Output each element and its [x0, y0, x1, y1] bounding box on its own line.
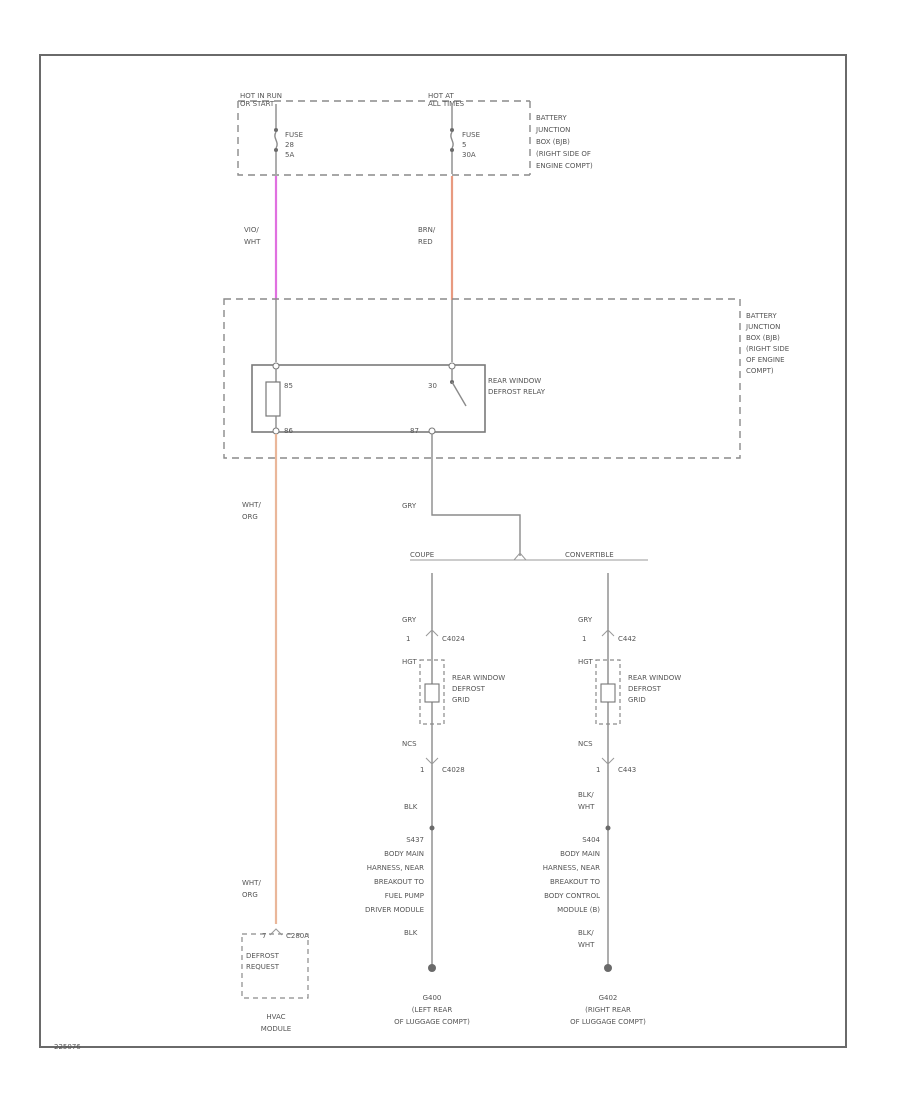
wire-gry-main — [431, 444, 521, 556]
figure-id: 225076 — [54, 1043, 81, 1051]
right-ncs-label: NCS — [578, 740, 593, 748]
hvac-pin: 7 — [262, 932, 266, 940]
wire-wht-org-upper-label: WHT/ORG — [242, 501, 261, 521]
right-conn-top: C442 — [618, 635, 636, 643]
left-conn-bottom: C4028 — [442, 766, 465, 774]
diagram-frame — [39, 54, 847, 1048]
left-ncs-label: NCS — [402, 740, 417, 748]
relay-pin-85: 85 — [284, 382, 293, 390]
convertible-label: CONVERTIBLE — [565, 551, 614, 559]
wire-wht-org-lower-label: WHT/ORG — [242, 879, 261, 899]
fuse-5-symbol — [450, 104, 454, 174]
split-connector — [513, 552, 527, 561]
fuse-28-symbol — [274, 104, 278, 174]
right-gry-label: GRY — [578, 616, 593, 624]
left-hgt-label: HGT — [402, 658, 417, 666]
wire-vio-wht-label: VIO/WHT — [244, 226, 261, 246]
hvac-connector: C280A — [286, 932, 309, 940]
left-gry-label: GRY — [402, 616, 417, 624]
left-conn-top: C4024 — [442, 635, 465, 643]
left-blk-upper-label: BLK — [404, 803, 418, 811]
relay-pin-30: 30 — [428, 382, 437, 390]
wire-brn-red-label: BRN/RED — [418, 226, 436, 246]
wire-gry-main-label: GRY — [402, 502, 417, 510]
right-pin-top: 1 — [582, 635, 586, 643]
right-pin-bottom: 1 — [596, 766, 600, 774]
right-blk-upper-label: BLK/WHT — [578, 791, 595, 811]
relay-pin-87: 87 — [410, 427, 419, 435]
right-blk-lower-label: BLK/WHT — [578, 929, 595, 949]
relay-pin-86: 86 — [284, 427, 293, 435]
left-blk-lower-label: BLK — [404, 929, 418, 937]
left-pin-bottom: 1 — [420, 766, 424, 774]
left-pin-top: 1 — [406, 635, 410, 643]
right-conn-bottom: C443 — [618, 766, 636, 774]
coupe-label: COUPE — [410, 551, 434, 559]
right-hgt-label: HGT — [578, 658, 593, 666]
